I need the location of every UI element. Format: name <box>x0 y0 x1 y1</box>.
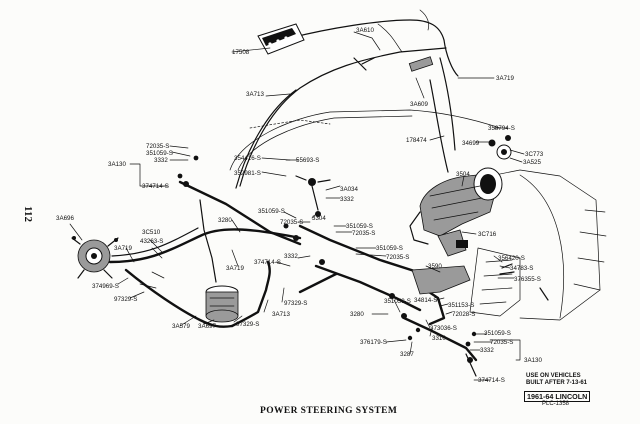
part-label: 3310 <box>432 335 446 342</box>
part-label: 3A034 <box>340 186 358 193</box>
part-label: 178474 <box>406 137 427 144</box>
part-label: 354416-S <box>234 155 261 162</box>
part-label: 374969-S <box>92 283 119 290</box>
pressure-hoses <box>108 199 302 328</box>
part-label: 3332 <box>480 347 494 354</box>
part-label: 3280 <box>350 311 364 318</box>
part-label: 3C510 <box>142 229 161 236</box>
part-label: 43263-S <box>140 238 163 245</box>
part-labels: 17508 3A610 3A719 3A713 3A609 178474 358… <box>56 27 544 384</box>
part-label: 351059-S <box>376 245 403 252</box>
part-label: 17508 <box>232 49 250 56</box>
part-label: 3332 <box>340 196 354 203</box>
part-label: 72035-S <box>280 219 303 226</box>
part-label: 55693-S <box>296 157 319 164</box>
part-label: 351153-S <box>448 302 474 309</box>
note-line: BUILT AFTER 7-13-61 <box>526 380 588 386</box>
part-label: 97329-S <box>236 321 259 328</box>
part-label: 3A696 <box>56 215 74 222</box>
part-label: 3A610 <box>356 27 374 34</box>
part-label: 351059-S <box>258 208 285 215</box>
steering-gear <box>409 167 503 257</box>
part-label: 3304 <box>312 215 326 222</box>
diagram-title: POWER STEERING SYSTEM <box>260 406 398 416</box>
plate-code: PLC-1358 <box>542 401 570 407</box>
part-label: 3C716 <box>478 231 497 238</box>
part-label: 352981-S <box>234 170 261 177</box>
part-label: 351059-S <box>384 298 411 305</box>
part-label: 3A130 <box>108 161 126 168</box>
reservoir-assembly <box>257 23 305 55</box>
part-label: 72035-S <box>352 230 375 237</box>
part-label: 72035-S <box>386 254 409 261</box>
callout-leaders <box>69 31 525 381</box>
part-label: 3A719 <box>226 265 244 272</box>
part-label: 374714-S <box>254 259 281 266</box>
part-label: 3A697 <box>198 323 216 330</box>
vehicle-note: USE ON VEHICLES BUILT AFTER 7-13-61 <box>526 373 587 387</box>
part-label: 3332 <box>284 253 298 260</box>
part-label: 358794-S <box>488 125 515 132</box>
page-number: 112 <box>21 206 34 222</box>
part-label: 3A719 <box>496 75 514 82</box>
column-coupling <box>488 135 512 160</box>
part-label: 3A713 <box>246 91 264 98</box>
part-label: 34699 <box>462 140 480 147</box>
part-label: 3590 <box>428 263 442 270</box>
model-badge: 1961-64 LINCOLN <box>524 391 591 402</box>
part-label: 3C773 <box>525 151 544 158</box>
part-label: 3280 <box>218 217 232 224</box>
note-line: USE ON VEHICLES <box>526 373 581 379</box>
part-label: 356420-S <box>498 255 525 262</box>
part-label: 374714-S <box>478 377 505 384</box>
part-label: 376355-S <box>514 276 541 283</box>
return-lines <box>235 9 459 189</box>
part-label: 376179-S <box>360 339 387 346</box>
part-label: 351059-S <box>146 150 173 157</box>
part-label: 3504 <box>456 171 470 178</box>
part-label: 373036-S <box>430 325 457 332</box>
part-label: 374714-S <box>142 183 169 190</box>
part-label: 34783-S <box>510 265 533 272</box>
part-label: 3A719 <box>114 245 132 252</box>
part-label: 3A525 <box>523 159 541 166</box>
part-label: 34814-S <box>414 297 437 304</box>
part-label: 351059-S <box>484 330 511 337</box>
part-label: 3A579 <box>172 323 190 330</box>
part-label: 72028-S <box>452 311 475 318</box>
part-label: 3332 <box>154 157 168 164</box>
part-label: 72035-S <box>490 339 513 346</box>
part-label: 97329-S <box>114 296 137 303</box>
part-label: 3A713 <box>272 311 290 318</box>
part-label: 72035-S <box>146 143 169 150</box>
part-label: 3287 <box>400 351 414 358</box>
steering-linkage <box>177 155 549 377</box>
power-cylinder <box>205 285 239 323</box>
part-label: 3A130 <box>524 357 542 364</box>
part-label: 351059-S <box>346 223 373 230</box>
part-label: 3A609 <box>410 101 428 108</box>
part-label: 97329-S <box>284 300 307 307</box>
power-steering-pump <box>71 236 119 279</box>
